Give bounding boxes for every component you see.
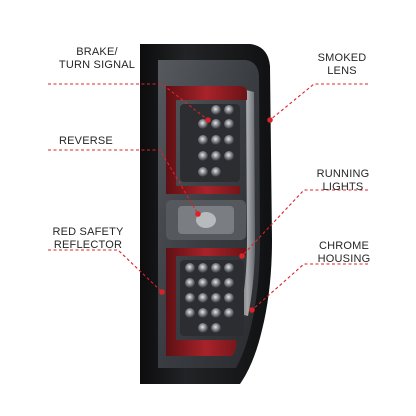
label-reverse: REVERSE	[50, 135, 122, 148]
label-chrome-housing: CHROME HOUSING	[310, 240, 378, 266]
label-line: LIGHTS	[322, 181, 364, 193]
leader-red-safety	[48, 249, 163, 293]
reverse-bulb	[196, 212, 216, 228]
dot-brake-turn	[205, 117, 211, 123]
label-line: REVERSE	[59, 135, 113, 147]
label-line: RUNNING	[316, 168, 370, 180]
upper-red-light-bar	[166, 86, 247, 194]
label-line: REFLECTOR	[53, 239, 123, 251]
label-red-safety-reflector: RED SAFETY REFLECTOR	[48, 226, 128, 252]
lower-led-grid	[185, 263, 234, 333]
label-line: RED SAFETY	[52, 226, 124, 238]
leader-smoked-lens	[269, 83, 368, 121]
label-line: TURN SIGNAL	[58, 59, 136, 71]
chrome-housing-strip	[240, 90, 255, 316]
dot-red-safety	[159, 289, 165, 295]
leader-lines	[48, 83, 368, 311]
leader-reverse	[48, 149, 199, 215]
leader-chrome-housing	[251, 263, 368, 311]
label-line: BRAKE/	[76, 46, 118, 58]
dot-smoked-lens	[267, 117, 273, 123]
label-smoked-lens: SMOKED LENS	[312, 52, 372, 78]
label-line: HOUSING	[317, 253, 371, 265]
callout-dots	[159, 117, 273, 313]
label-line: SMOKED	[317, 52, 367, 64]
label-line: LENS	[327, 65, 357, 77]
label-line: CHROME	[318, 240, 370, 252]
upper-led-grid	[198, 105, 234, 177]
dot-running-lights	[239, 253, 245, 259]
label-brake-turn-signal: BRAKE/ TURN SIGNAL	[52, 46, 142, 72]
lower-red-light-bar	[166, 248, 246, 356]
dot-reverse	[195, 211, 201, 217]
dot-chrome-housing	[249, 307, 255, 313]
label-running-lights: RUNNING LIGHTS	[310, 168, 376, 194]
